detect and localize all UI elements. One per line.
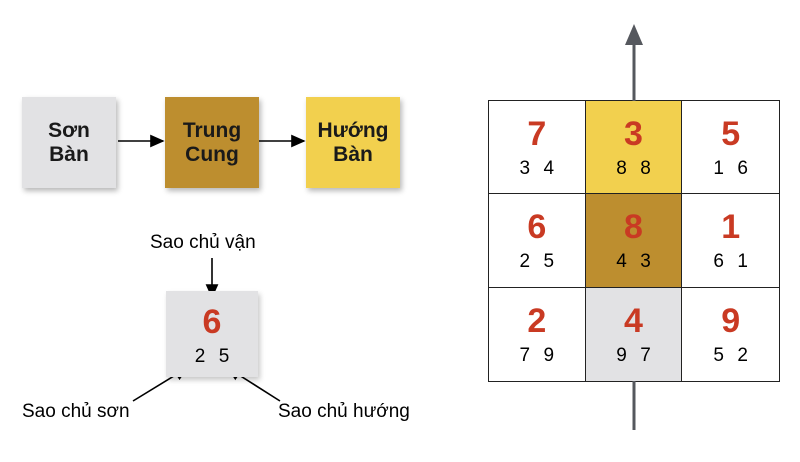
huong-ban-label: Hướng Bàn bbox=[317, 118, 389, 166]
legend-center-star: 6 bbox=[202, 303, 222, 341]
grid-huong-star: 7 bbox=[640, 344, 651, 366]
legend-pair: 2 5 bbox=[166, 347, 258, 367]
grid-son-star: 1 bbox=[713, 158, 724, 179]
grid-son-star: 2 bbox=[519, 251, 531, 273]
sao-chu-son-label: Sao chủ sơn bbox=[22, 401, 130, 422]
grid-son-star: 6 bbox=[713, 251, 724, 273]
trung-cung-label: Trung Cung bbox=[182, 118, 242, 166]
legend-son-star: 2 bbox=[194, 346, 206, 367]
grid-center-star: 7 bbox=[527, 115, 547, 153]
grid-son-star: 3 bbox=[519, 158, 531, 179]
sao-chu-van-label: Sao chủ vận bbox=[150, 232, 256, 253]
huong-ban-box: Hướng Bàn bbox=[306, 97, 400, 188]
legend-huong-star: 5 bbox=[218, 346, 230, 367]
grid-son-star: 4 bbox=[616, 251, 627, 273]
legend-cell: 6 2 5 bbox=[166, 291, 258, 377]
son-ban-label: Sơn Bàn bbox=[48, 118, 90, 166]
grid-huong-star: 1 bbox=[737, 251, 748, 273]
grid-huong-star: 9 bbox=[543, 344, 555, 366]
grid-huong-star: 6 bbox=[737, 158, 748, 179]
grid-center-star: 3 bbox=[624, 115, 643, 153]
grid-son-star: 5 bbox=[713, 344, 724, 366]
sao-chu-huong-label: Sao chủ hướng bbox=[278, 401, 410, 422]
grid-son-star: 9 bbox=[616, 344, 627, 366]
grid-center-star: 2 bbox=[527, 301, 547, 340]
grid-son-star: 8 bbox=[616, 158, 627, 179]
axis-arrowhead bbox=[625, 24, 643, 45]
grid-son-star: 7 bbox=[519, 344, 531, 366]
grid-center-star: 6 bbox=[527, 208, 547, 247]
grid-center-star: 1 bbox=[721, 208, 741, 247]
grid-huong-star: 5 bbox=[543, 251, 555, 273]
grid-center-star: 9 bbox=[721, 301, 741, 340]
grid-center-star: 5 bbox=[721, 115, 741, 153]
grid-huong-star: 2 bbox=[737, 344, 748, 366]
trung-cung-box: Trung Cung bbox=[165, 97, 259, 188]
grid-huong-star: 8 bbox=[640, 158, 651, 179]
son-ban-box: Sơn Bàn bbox=[22, 97, 116, 188]
grid-center-star: 8 bbox=[624, 208, 643, 247]
grid-huong-star: 3 bbox=[640, 251, 651, 273]
grid-center-star: 4 bbox=[624, 301, 643, 340]
grid-huong-star: 4 bbox=[543, 158, 555, 179]
